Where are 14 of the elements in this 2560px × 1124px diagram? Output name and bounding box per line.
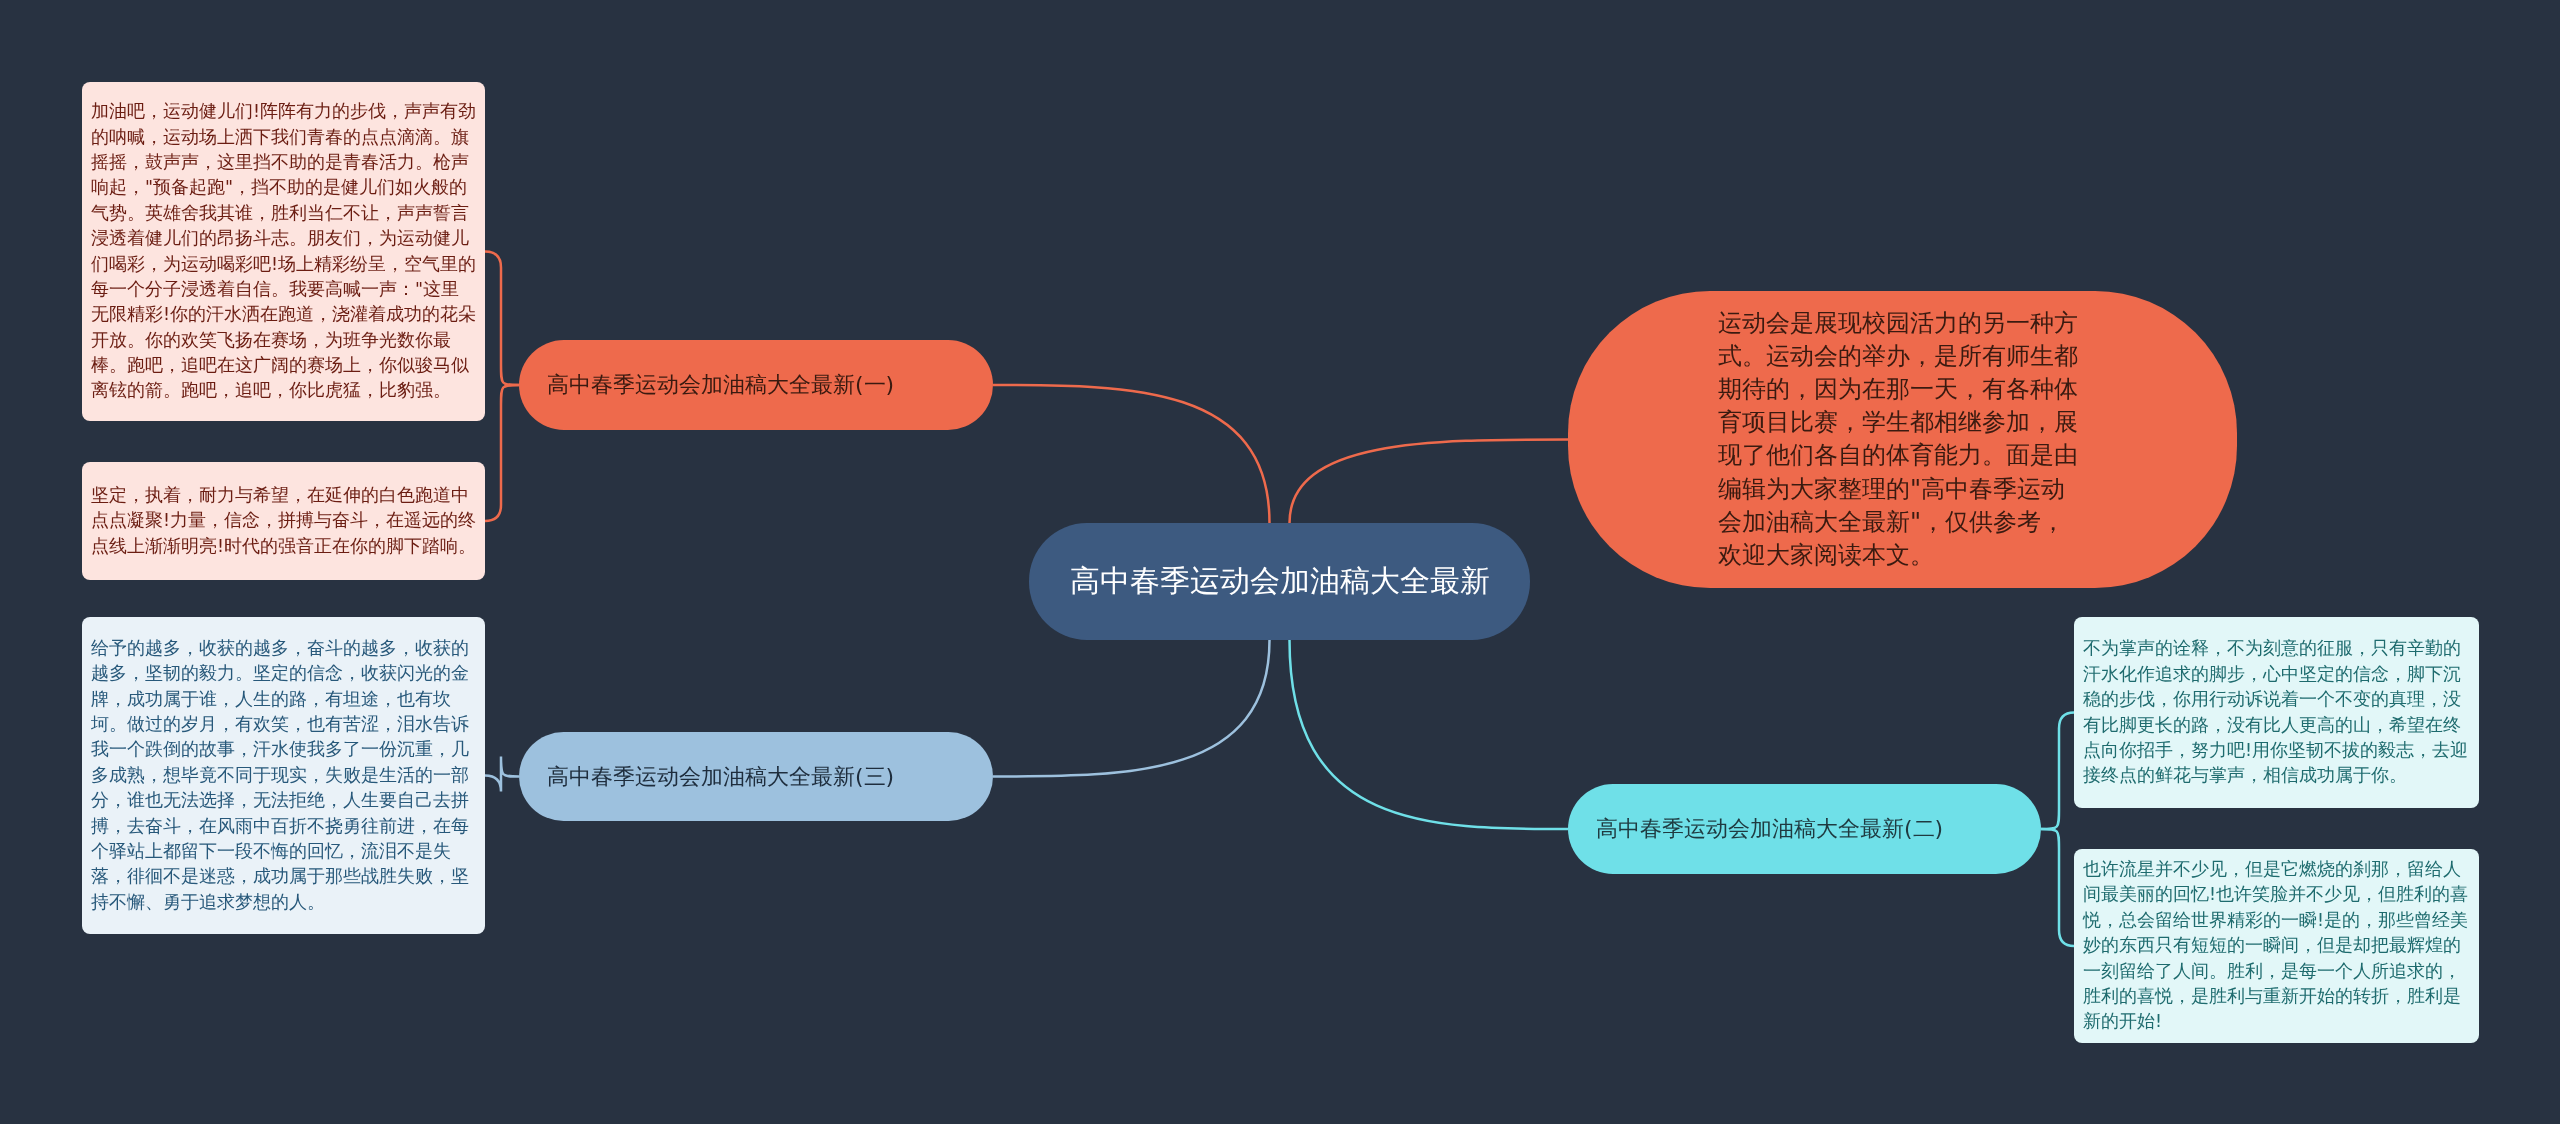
branch-topic: 高中春季运动会加油稿大全最新(一): [519, 340, 993, 430]
connector-line: [2041, 827, 2075, 948]
text-card: 给予的越多，收获的越多，奋斗的越多，收获的越多，坚韧的毅力。坚定的信念，收获闪光的金牌，成功属于谁，人生的路，有坦途，也有坎坷。做过的岁月，有欢笑，也有苦涩，泪水告诉我一个跌倒的故事，汗水使我多了一份沉重，几多成熟，想毕竟不同于现实，失败是生活的一部分，谁也无法选择，无法拒绝，人生要自己去拼搏，去奋斗，在风雨中百折不挠勇往前进，在每个驿站上都留下一段不悔的回忆，流泪不是失落，徘徊不是迷惑，成功属于那些战胜失败，坚持不懈、勇于追求梦想的人。: [82, 617, 485, 934]
connector-line: [993, 639, 1271, 778]
connector-line: [1288, 438, 1568, 524]
branch-topic: 高中春季运动会加油稿大全最新(二): [1568, 784, 2041, 874]
connector-line: [993, 383, 1271, 524]
text-card: 也许流星并不少见，但是它燃烧的刹那，留给人间最美丽的回忆!也许笑脸并不少见，但胜利的喜悦，总会留给世界精彩的一瞬!是的，那些曾经美妙的东西只有短短的一瞬间，但是却把最辉煌的一刻留给了人间。胜利，是每一个人所追求的，胜利的喜悦，是胜利与重新开始的转折，胜利是新的开始!: [2074, 849, 2479, 1043]
central-topic: 高中春季运动会加油稿大全最新: [1029, 523, 1530, 640]
branch-topic: 高中春季运动会加油稿大全最新(三): [519, 732, 993, 821]
text-card: 坚定，执着，耐力与希望，在延伸的白色跑道中点点凝聚!力量，信念，拼搏与奋斗，在遥远的终点线上渐渐明亮!时代的强音正在你的脚下踏响。: [82, 462, 485, 580]
text-card: 不为掌声的诠释，不为刻意的征服，只有辛勤的汗水化作追求的脚步，心中坚定的信念，脚下沉稳的步伐，你用行动诉说着一个不变的真理，没有比脚更长的路，没有比人更高的山，希望在终点向你招手，努力吧!用你坚韧不拔的毅志，去迎接终点的鲜花与掌声，相信成功属于你。: [2074, 617, 2479, 808]
connector-line: [1288, 639, 1568, 831]
text-card: 加油吧，运动健儿们!阵阵有力的步伐，声声有劲的呐喊，运动场上洒下我们青春的点点滴滴。旗摇摇，鼓声声，这里挡不助的是青春活力。枪声响起，"预备起跑"，挡不助的是健儿们如火般的气势。英雄舍我其谁，胜利当仁不让，声声誓言浸透着健儿们的昂扬斗志。朋友们，为运动健儿们喝彩，为运动喝彩吧!场上精彩纷呈，空气里的每一个分子浸透着自信。我要高喊一声："这里无限精彩!你的汗水洒在跑道，浇灌着成功的花朵开放。你的欢笑飞扬在赛场，为班争光数你最棒。跑吧，追吧在这广阔的赛场上，你似骏马似离铉的箭。跑吧，追吧，你比虎猛，比豹强。: [82, 82, 485, 421]
